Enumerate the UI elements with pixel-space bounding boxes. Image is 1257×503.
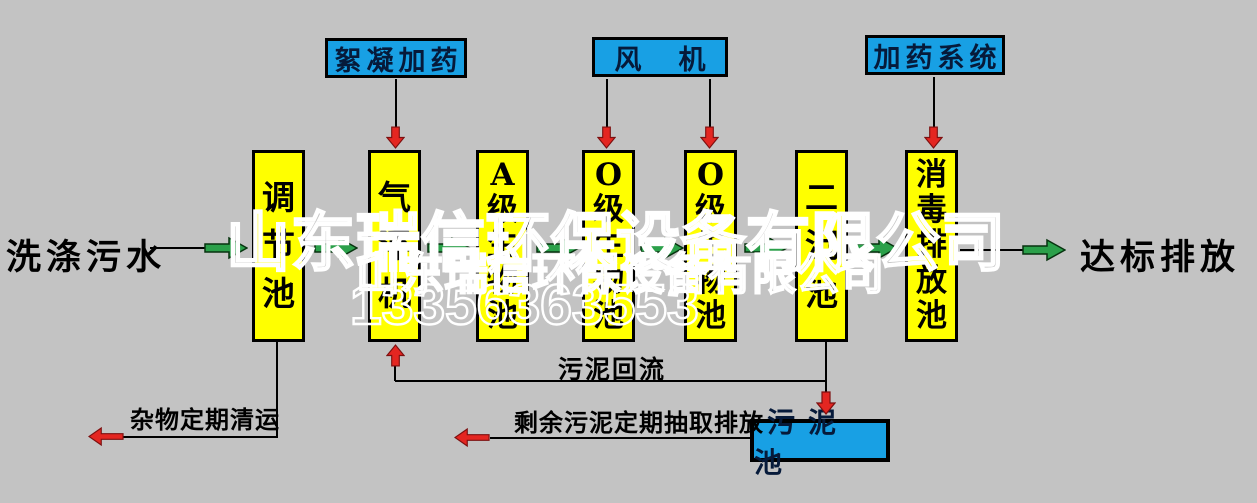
connector-line [122,436,278,438]
outlet-label: 达标排放 [1080,237,1241,278]
connector-line [960,249,1024,251]
dosing-arrow-down-icon [596,126,617,149]
connector-line [709,79,711,129]
connector-line [825,342,827,392]
tank-disinfection-discharge: 消 毒 排 放 池 [905,150,958,342]
sludge-return-arrow-up-icon [385,344,406,367]
connector-line [276,342,278,437]
dosing-arrow-down-icon [385,126,406,149]
tank-a-stage-bio: A 级 生 物 池 [476,150,529,342]
tank-air-flotation: 气 浮 机 [368,150,421,342]
connector-line [150,247,207,249]
sludge-arrow-down-icon [815,391,837,415]
flow-arrow-icon [1022,237,1067,263]
blower-box: 风 机 [592,37,728,77]
connector-line [606,79,608,129]
flow-arrow-icon [744,235,789,261]
excess-sludge-label: 剩余污泥定期抽取排放 [514,408,764,437]
debris-arrow-left-icon [87,426,124,447]
connector-line [394,366,396,381]
sludge-tank-box: 污泥池 [750,406,890,479]
flow-arrow-icon [640,235,685,261]
dosing-arrow-down-icon [699,126,720,149]
debris-removal-label: 杂物定期清运 [130,405,280,434]
dosing-system-box: 加药系统 [865,35,1005,75]
tank-regulating: 调 节 池 [252,150,305,342]
dosing-arrow-down-icon [923,126,944,149]
connector-line [395,79,397,129]
flow-arrow-icon [536,235,581,261]
connector-line [490,437,750,439]
sludge-return-label: 污泥回流 [558,355,667,384]
flow-arrow-icon [854,235,899,261]
tank-o-stage-bio-1: O 级 生 物 池 [582,150,635,342]
tank-secondary-settling: 二 沉 池 [795,150,848,342]
tank-o-stage-bio-2: O 级 生 物 池 [684,150,737,342]
flocculant-dosing-box: 絮凝加药 [325,38,467,78]
inlet-label: 洗涤污水 [6,237,167,278]
excess-sludge-arrow-left-icon [453,427,490,448]
flow-arrow-icon [204,235,249,261]
connector-line [395,380,827,382]
flow-arrow-icon [427,235,472,261]
connector-line [933,77,935,129]
flow-arrow-icon [314,235,359,261]
